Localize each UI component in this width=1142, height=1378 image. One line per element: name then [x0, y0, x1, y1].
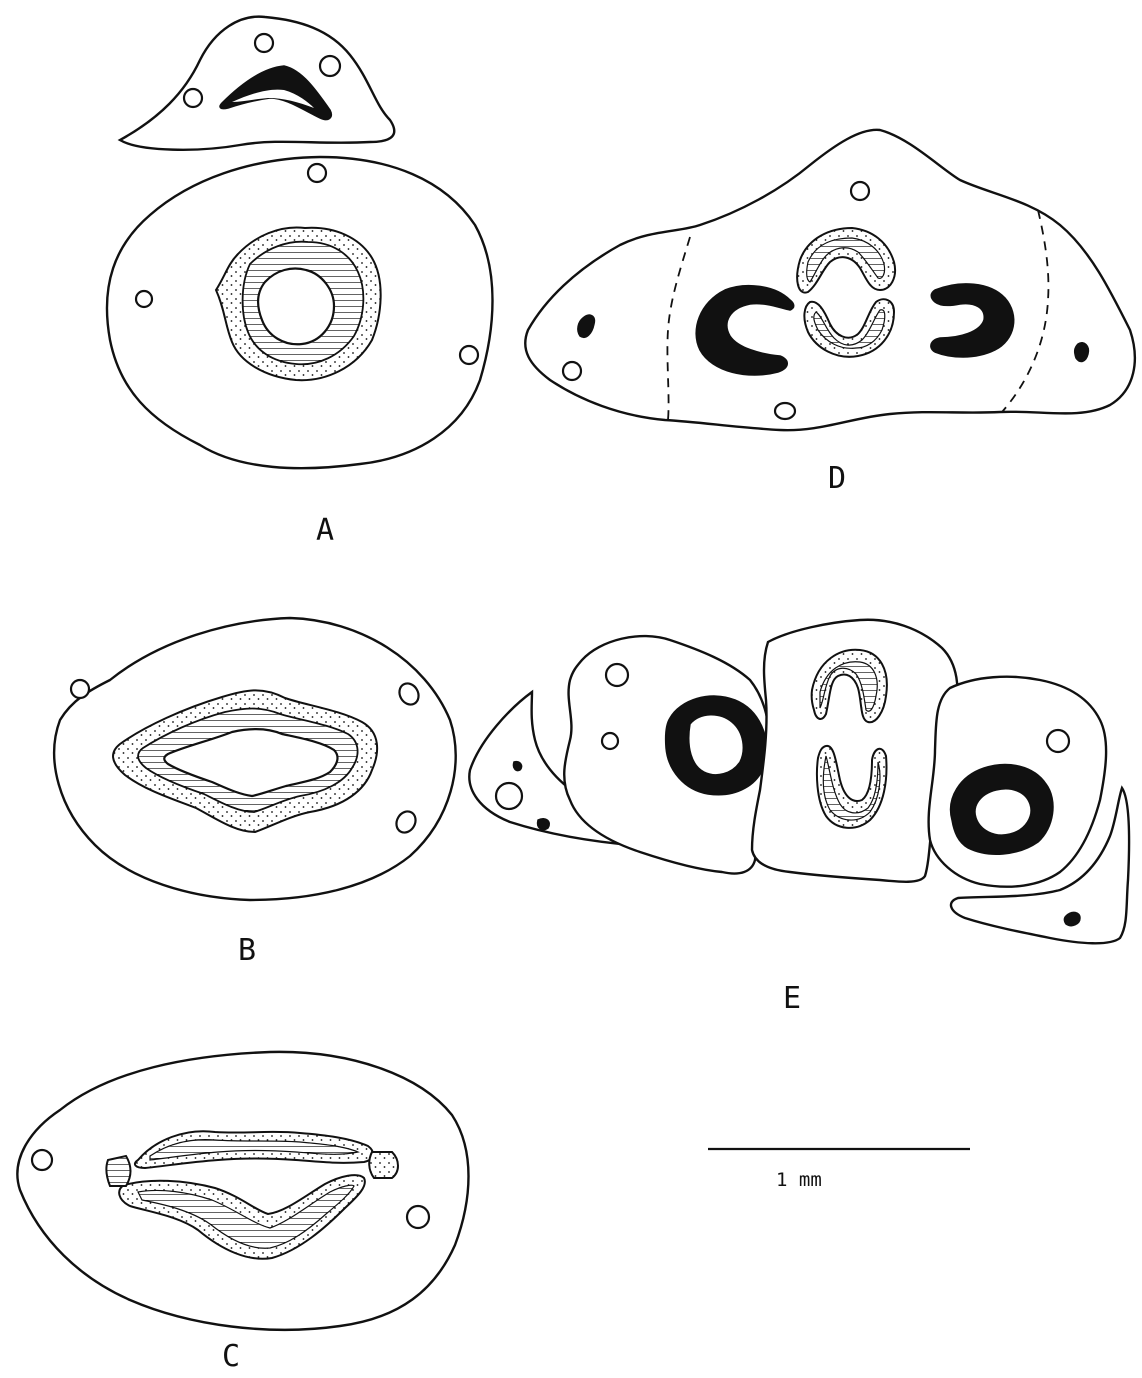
panel-d-pore	[775, 403, 795, 419]
panel-a-pore	[136, 291, 152, 307]
panel-a: A	[107, 17, 493, 548]
panel-d-section	[525, 130, 1135, 430]
panel-d: D	[525, 130, 1135, 496]
panel-e-small-bundle	[1065, 912, 1081, 925]
panel-c-label: C	[222, 1339, 240, 1374]
panel-c-left-block	[106, 1156, 130, 1186]
panel-c-section	[17, 1052, 468, 1330]
panel-e-pore	[602, 733, 618, 749]
panel-d-pore	[851, 182, 869, 200]
panel-e-label: E	[783, 981, 801, 1016]
panel-d-label: D	[828, 461, 846, 496]
panel-d-pore	[563, 362, 581, 380]
panel-e-small-bundle	[538, 819, 550, 830]
panel-b: B	[54, 618, 455, 968]
panel-c: C	[17, 1052, 468, 1374]
panel-b-label: B	[238, 933, 256, 968]
panel-e-pore	[606, 664, 628, 686]
panel-a-upper-pore	[184, 89, 202, 107]
panel-c-pore	[32, 1150, 52, 1170]
scale-bar: 1 mm	[708, 1149, 970, 1191]
panel-c-right-block	[369, 1152, 398, 1178]
panel-e-pore	[1047, 730, 1069, 752]
panel-e-small-bundle	[513, 762, 521, 771]
panel-b-pore	[71, 680, 89, 698]
panel-c-pore	[407, 1206, 429, 1228]
panel-a-upper-pore	[320, 56, 340, 76]
panel-e-pore	[496, 783, 522, 809]
panel-a-pore	[308, 164, 326, 182]
panel-a-pore	[460, 346, 478, 364]
panel-d-small-bundle	[1075, 343, 1089, 362]
panel-a-lumen	[258, 269, 334, 345]
scale-bar-label: 1 mm	[776, 1169, 822, 1191]
panel-a-upper-pore	[255, 34, 273, 52]
panel-a-label: A	[316, 513, 334, 548]
panel-e: E	[469, 620, 1129, 1016]
